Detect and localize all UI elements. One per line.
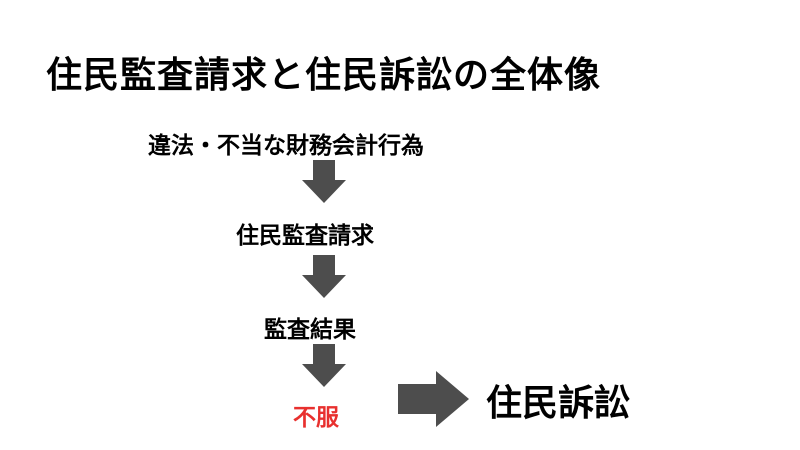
diagram-title: 住民監査請求と住民訴訟の全体像 [46, 55, 602, 96]
arrow-down-1 [302, 160, 346, 203]
arrow-down-3 [302, 344, 346, 387]
step-audit-result: 監査結果 [264, 317, 356, 343]
resident-lawsuit: 住民訴訟 [486, 383, 631, 424]
step-resident-audit-request: 住民監査請求 [236, 223, 374, 249]
step-dissatisfaction: 不服 [293, 405, 339, 431]
step-illegal-financial-act: 違法・不当な財務会計行為 [148, 133, 424, 159]
arrow-right [398, 371, 469, 427]
arrow-down-2 [302, 255, 346, 298]
